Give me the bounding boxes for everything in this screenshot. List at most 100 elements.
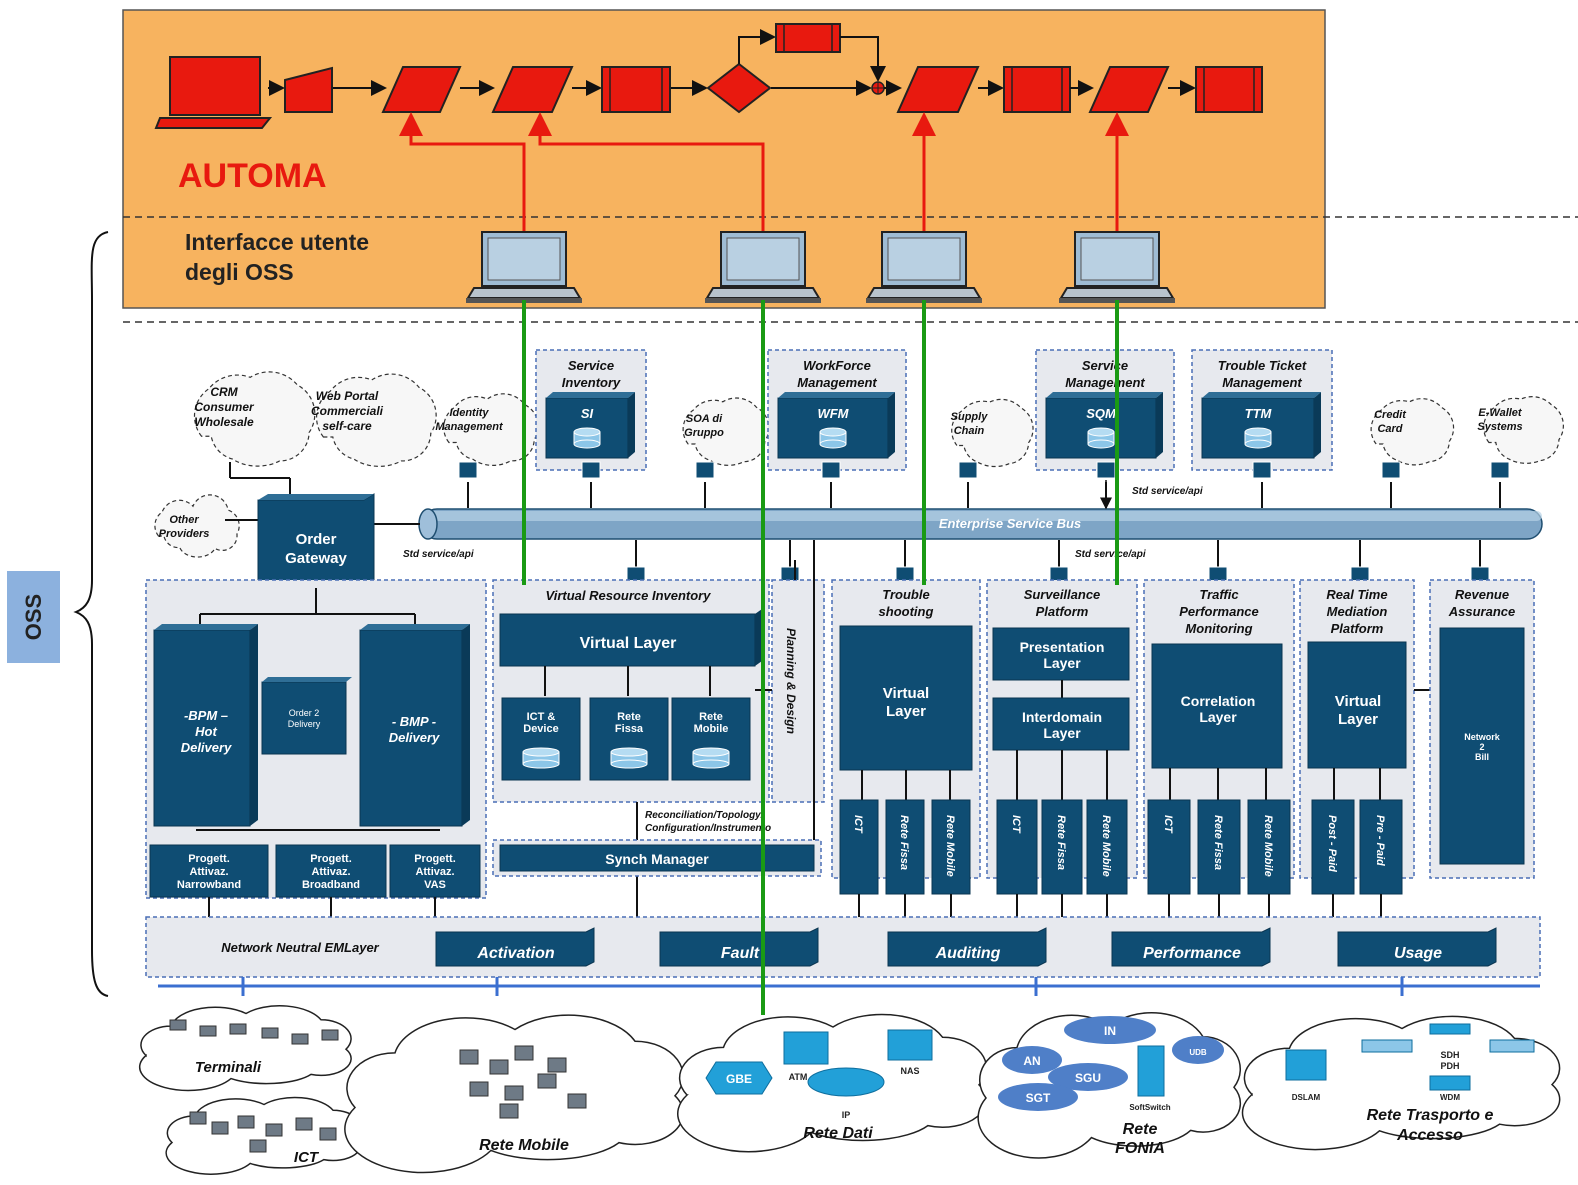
real-time-mediation-platform-title-line1: Real Time [1326,587,1387,602]
rete-fonia-line2: FONIA [1115,1140,1165,1157]
traffic-col-2: Rete Fissa [1212,815,1224,870]
vri-rete-mobile-line1: Rete [699,711,723,723]
ip-label: IP [842,1110,851,1120]
revenue-assurance-title-line2: Assurance [1448,604,1515,619]
process-step-1 [601,66,671,113]
oss-brace [73,231,109,997]
service-quality-management-title-line1: Service [1082,358,1128,373]
dslam-label: DSLAM [1292,1093,1321,1102]
eml-performance-label: Performance [1143,945,1241,962]
esb-connector-top-5 [958,461,978,479]
green-ui-links [522,300,1119,1015]
trouble-ticket-management-box-label: TTM [1245,406,1273,421]
eml-auditing: Auditing [887,927,1047,967]
rete-mobile-cloud: Rete Mobile [344,1014,684,1174]
progett-1-line2: Attivaz. [189,866,228,878]
web-portal-cloud-line1: Web Portal [316,389,379,403]
other-providers-cloud-line1: Other [169,514,199,526]
bmp-line2: Delivery [389,730,440,745]
supply-chain-cloud-line2: Chain [954,425,985,437]
network-2-bill-line1: Network [1464,732,1501,742]
esb-connector-top-8 [1381,461,1401,479]
esb-connector-top-3 [695,461,715,479]
in-label: IN [1104,1024,1116,1038]
progett-2-line3: Broadband [302,879,360,891]
wdm-icon [1429,1075,1471,1091]
trouble-col-2: Rete Fissa [898,815,910,870]
traffic-performance-monitoring-title-line1: Traffic [1199,587,1239,602]
eml-performance: Performance [1111,927,1271,967]
progett-attivaz-boxes: Progett.Attivaz.NarrowbandProgett.Attiva… [149,844,638,918]
web-portal-cloud-line2: Commerciali [311,404,384,418]
udb-label: UDB [1189,1048,1207,1057]
progett-1-line1: Progett. [188,853,230,865]
esb-connector-top-2 [581,461,601,479]
progett-1-line3: Narrowband [177,879,241,891]
softswitch-icon [1137,1045,1165,1097]
order2-line2: Delivery [288,719,321,729]
traffic-performance-monitoring: TrafficPerformanceMonitoringCorrelationL… [1143,579,1295,918]
udb-node [1172,1036,1224,1064]
esb-connectors [458,461,1510,584]
surveillance-platform: SurveillancePlatformPresentationLayerInt… [986,579,1138,918]
std-service-api-3: Std service/api [1075,549,1146,560]
std-service-api-1: Std service/api [1132,486,1203,497]
soa-gruppo-cloud-line2: Gruppo [684,427,724,439]
bpm-line1: -BPM – [184,708,228,723]
bmp-line1: - BMP - [392,714,436,729]
gbe-label: GBE [726,1072,752,1086]
vri-ict-device-line2: Device [523,723,558,735]
vri-ict-device-line1: ICT & [527,711,556,723]
process-step-branch [775,23,841,53]
rete-trasporto-line1: Rete Trasporto e [1367,1107,1494,1124]
traffic-col-1: ICT [1162,815,1174,834]
io-step-2 [491,66,574,113]
progett-3-line1: Progett. [414,853,456,865]
trouble-shooting-platform-title-line2: shooting [879,604,934,619]
transport-node-right [1489,1039,1535,1053]
vri-virtual-layer: Virtual Layer [580,635,677,652]
recon-line2: Configuration/Instrumento [645,823,771,834]
surveillance-platform-title-line2: Platform [1036,604,1089,619]
atm-switch-icon [783,1031,829,1065]
progett-2-line1: Progett. [310,853,352,865]
trouble-shooting-platform-title-line1: Trouble [882,587,929,602]
red-connectors [399,112,1129,232]
eml-label: Network Neutral EMLayer [221,940,379,955]
bpm-line2: Hot [195,724,217,739]
realtime-layer-line2: Layer [1338,711,1378,728]
trouble-ticket-management-title-line1: Trouble Ticket [1218,358,1307,373]
network-2-bill-line3: Bill [1475,752,1489,762]
vri-rete-fissa-line2: Fissa [615,723,644,735]
planning-design: Planning & Design [784,628,798,734]
interdomain-layer-line2: Layer [1043,725,1081,741]
vri-rete-fissa-line1: Rete [617,711,641,723]
esb-connector-top-7 [1252,461,1272,479]
identity-management-cloud-line2: Management [435,421,504,433]
traffic-performance-monitoring-title-line2: Performance [1179,604,1258,619]
real-time-mediation-platform: Real TimeMediationPlatformVirtualLayerPo… [1299,579,1430,918]
oss-ui-laptop-4-icon [1059,231,1175,303]
ui-label-line1: Interfacce utente [185,229,369,255]
service-quality-management-title-line2: Management [1065,375,1145,390]
dslam-icon [1285,1049,1327,1081]
nas-icon [887,1029,933,1061]
eml-activation-label: Activation [476,945,555,962]
sgu-node [1048,1063,1128,1091]
pdh-label: PDH [1440,1061,1459,1071]
delivery-panel: -BPM – Hot Delivery Order 2 Delivery - B… [145,579,638,918]
enterprise-service-bus: Enterprise Service Bus Std service/api S… [373,480,1543,560]
service-inventory-box-label: SI [581,406,594,421]
process-flow [154,23,1263,129]
manual-input-shape [284,66,333,113]
eml-fault-label: Fault [721,945,760,962]
